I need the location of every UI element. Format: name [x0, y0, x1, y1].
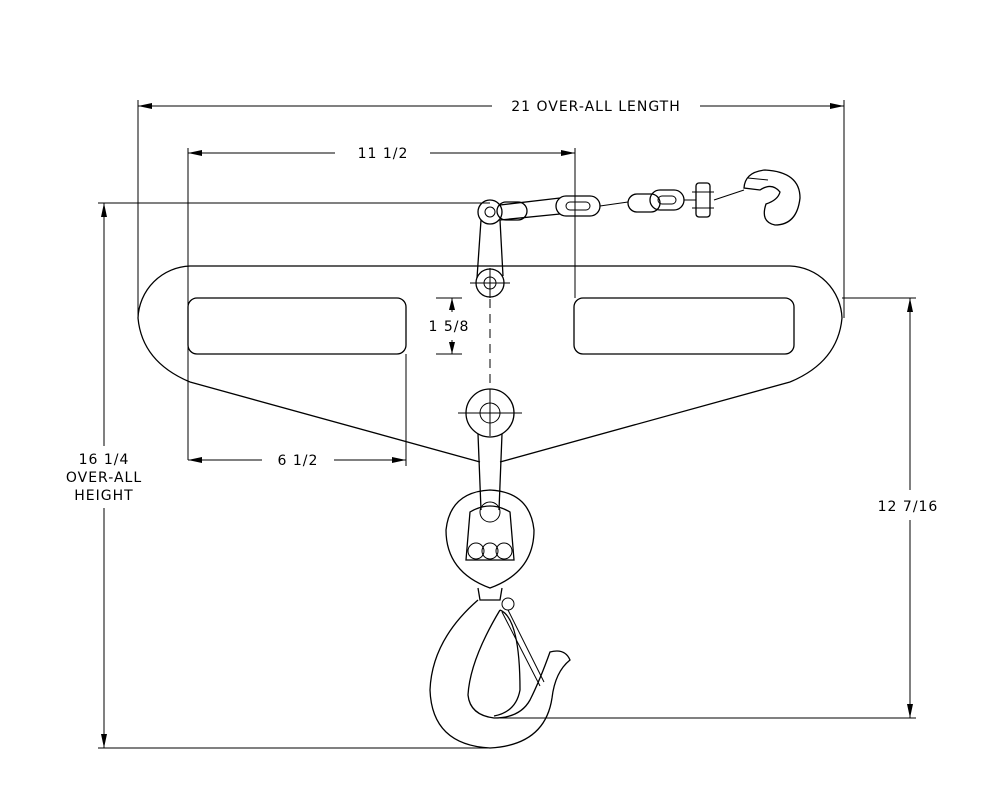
swivel-block	[445, 489, 535, 601]
dim-overall-length: 21 OVER-ALL LENGTH	[137, 99, 845, 318]
right-slot	[573, 297, 795, 355]
top-pin-assembly	[470, 219, 510, 298]
lifting-hook	[429, 597, 571, 749]
overall-height-line2: OVER-ALL	[66, 470, 142, 486]
beam-body	[137, 265, 843, 463]
slot-height-label: 1 5/8	[429, 319, 470, 335]
hook-drop-label: 12 7/16	[878, 499, 939, 515]
overall-height-value: 16 1/4	[79, 452, 130, 468]
dim-slot-length: 6 1/2	[188, 354, 407, 469]
dim-hook-drop: 12 7/16	[500, 297, 939, 719]
lower-eye	[458, 388, 522, 511]
dim-hook-spacing: 11 1/2	[187, 146, 576, 460]
overall-height-line3: HEIGHT	[74, 488, 133, 504]
dim-overall-height: 16 1/4 OVER-ALL HEIGHT	[66, 202, 490, 749]
overall-length-label: 21 OVER-ALL LENGTH	[511, 99, 681, 115]
slot-length-label: 6 1/2	[278, 453, 319, 469]
left-slot	[187, 297, 407, 355]
hook-spacing-label: 11 1/2	[358, 146, 409, 162]
chain	[477, 169, 801, 226]
dim-slot-height: 1 5/8	[429, 297, 470, 355]
